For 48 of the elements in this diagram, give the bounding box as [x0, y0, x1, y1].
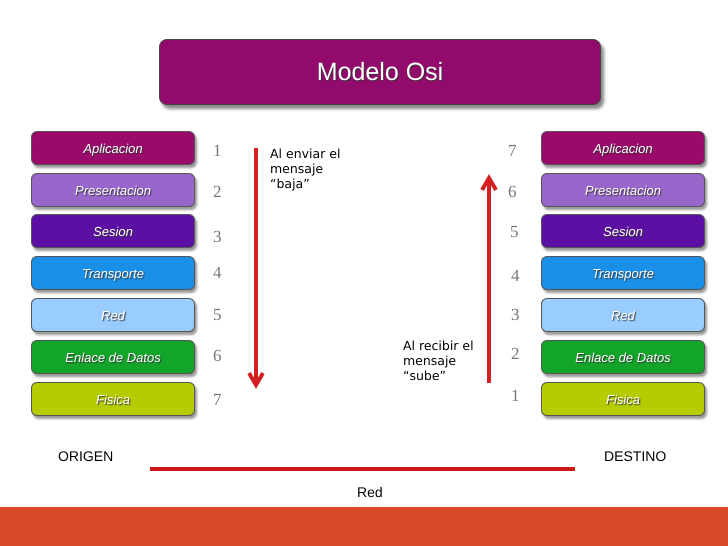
layer-box: [31, 340, 195, 374]
label: ORIGEN: [58, 448, 114, 464]
layer-box: [541, 173, 705, 207]
title: Modelo Osi: [316, 58, 444, 86]
layer-box: [541, 256, 705, 290]
layer-number: 7: [213, 390, 222, 410]
layer-box: [541, 382, 705, 416]
layer-number: 1: [213, 141, 222, 161]
layer-box: [31, 256, 195, 290]
layer-box: [31, 298, 195, 332]
layer-number: 2: [511, 344, 520, 364]
layer-name: Sesion: [93, 224, 133, 238]
layer-number: 3: [511, 305, 520, 325]
layer-name: Red: [101, 308, 125, 322]
label: DESTINO: [604, 448, 666, 464]
layer-number: 6: [213, 346, 222, 366]
layer-box: [541, 214, 705, 248]
layer-number: 7: [508, 141, 516, 161]
note-text: Al enviar el mensaje “baja”: [270, 146, 342, 191]
layer-name: Sesion: [603, 224, 643, 238]
layer-box: [541, 131, 705, 165]
layer-box: [31, 173, 195, 207]
label: Red: [357, 484, 383, 500]
layer-name: Transporte: [592, 266, 654, 280]
layer-number: 3: [213, 227, 222, 247]
layer-box: [31, 382, 195, 416]
layer-name: Transporte: [82, 266, 144, 280]
layer-name: Fisica: [606, 392, 640, 406]
layer-number: 5: [510, 222, 518, 242]
layer-name: Aplicacion: [593, 140, 653, 156]
layer-number: 4: [213, 263, 222, 283]
layer-box: [541, 340, 705, 374]
layer-number: 6: [508, 182, 516, 202]
layer-box: [31, 131, 195, 165]
layer-name: Aplicacion: [83, 140, 143, 156]
layer-name: Presentacion: [585, 182, 661, 198]
layer-number: 2: [213, 182, 222, 202]
layer-number: 1: [511, 386, 520, 406]
layer-name: Red: [611, 308, 635, 322]
layer-name: Presentacion: [75, 182, 151, 198]
layer-name: Fisica: [96, 392, 130, 406]
layer-name: Enlace de Datos: [65, 350, 161, 364]
layer-number: 5: [213, 305, 222, 325]
layer-box: [31, 214, 195, 248]
layer-name: Enlace de Datos: [575, 350, 671, 364]
layer-number: 4: [511, 266, 520, 286]
note-text: Al recibir el mensaje “sube”: [403, 338, 475, 383]
layer-box: [541, 298, 705, 332]
